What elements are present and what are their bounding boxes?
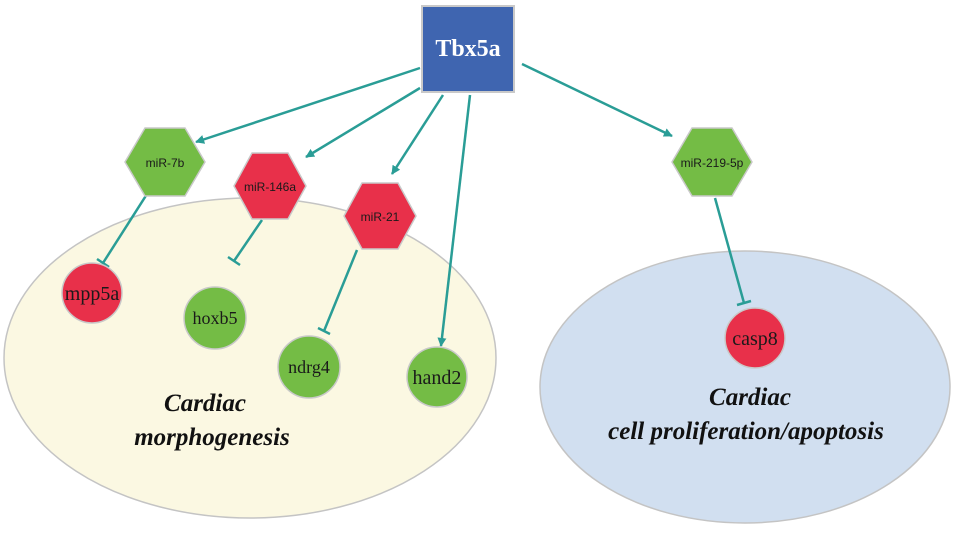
tbx5a-label: Tbx5a	[435, 36, 500, 62]
casp8-node: casp8	[724, 307, 786, 369]
mir219-label: miR-219-5p	[681, 156, 744, 170]
mir7b-node: miR-7b	[124, 127, 206, 197]
morphogenesis-caption: Cardiac morphogenesis	[134, 390, 290, 451]
hoxb5-label: hoxb5	[193, 308, 238, 328]
hand2-label: hand2	[413, 367, 462, 389]
casp8-label: casp8	[732, 328, 778, 350]
hoxb5-node: hoxb5	[183, 286, 247, 350]
inhibition-edges	[96, 193, 752, 336]
mir7b-label: miR-7b	[146, 156, 185, 170]
edge-tbx5a-mir219	[521, 62, 673, 138]
edge-mir7b-mpp5a	[96, 193, 149, 269]
edge-mir21-ndrg4	[317, 249, 359, 336]
ndrg4-label: ndrg4	[288, 357, 330, 377]
cardiac-apoptosis-region	[539, 250, 951, 524]
edge-tbx5a-mir7b	[195, 66, 421, 144]
ndrg4-node: ndrg4	[277, 335, 341, 399]
mir146a-node: miR-146a	[233, 152, 307, 220]
apoptosis-line1: Cardiac	[709, 384, 791, 411]
mpp5a-node: mpp5a	[61, 262, 123, 324]
edge-mir219-casp8	[713, 197, 752, 307]
edge-tbx5a-hand2	[437, 94, 472, 347]
edge-mir146a-hoxb5	[227, 219, 264, 267]
morphogenesis-line1: Cardiac	[164, 390, 246, 417]
edge-tbx5a-mir21	[390, 94, 445, 175]
apoptosis-line2: cell proliferation/apoptosis	[608, 418, 884, 445]
mir21-node: miR-21	[343, 182, 417, 250]
apoptosis-caption: Cardiac cell proliferation/apoptosis	[608, 384, 884, 445]
edge-tbx5a-mir146a	[305, 86, 421, 159]
mpp5a-label: mpp5a	[65, 283, 120, 305]
mir146a-label: miR-146a	[244, 180, 296, 194]
mir219-node: miR-219-5p	[671, 127, 753, 197]
activation-edges	[195, 62, 673, 347]
tbx5a-node: Tbx5a	[421, 5, 515, 93]
morphogenesis-line2: morphogenesis	[134, 424, 290, 451]
hand2-node: hand2	[406, 346, 468, 408]
mir21-label: miR-21	[361, 210, 400, 224]
